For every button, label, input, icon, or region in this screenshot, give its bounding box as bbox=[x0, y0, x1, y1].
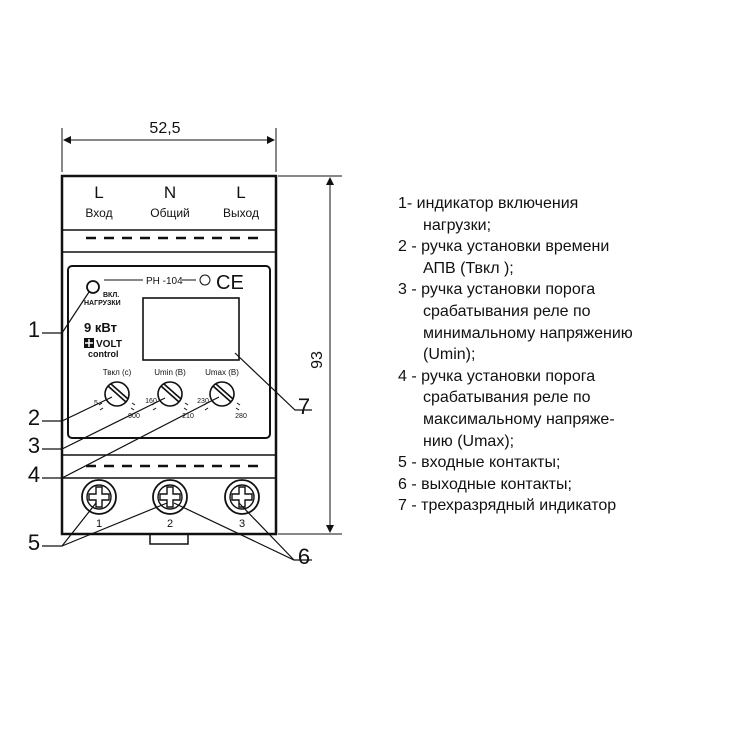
legend-item-3-line3: минимальному напряжению bbox=[423, 324, 633, 342]
legend-item-1: 1- индикатор включения нагрузки; bbox=[398, 193, 738, 236]
terminal-number-1: 1 bbox=[96, 518, 102, 530]
knob-tvkl-title: Твкл (с) bbox=[103, 368, 132, 377]
terminal-screw-3 bbox=[224, 479, 260, 515]
height-dimension-value: 93 bbox=[309, 351, 326, 369]
legend-item-1-line2: нагрузки; bbox=[423, 216, 492, 234]
terminal-screw-2 bbox=[152, 479, 188, 515]
knob-umax-max: 280 bbox=[235, 413, 247, 420]
legend-item-6: 6 - выходные контакты; bbox=[398, 474, 738, 496]
callout-5: 5 bbox=[28, 530, 40, 555]
terminal-letter-n: N bbox=[164, 183, 176, 202]
legend-item-4-line2: срабатывания реле по bbox=[423, 389, 591, 407]
terminal-number-3: 3 bbox=[239, 518, 245, 530]
knob-umin-min: 160 bbox=[145, 398, 157, 405]
quality-mark bbox=[199, 274, 211, 286]
callout-1: 1 bbox=[28, 317, 40, 342]
terminal-label-out: Выход bbox=[223, 206, 259, 220]
legend-item-3: 3 - ручка установки порога срабатывания … bbox=[398, 279, 738, 365]
legend-item-5-line1: 5 - входные контакты; bbox=[398, 454, 561, 472]
knob-umax-min: 230 bbox=[197, 398, 209, 405]
terminal-label-common: Общий bbox=[150, 206, 190, 220]
legend-item-2-line1: 2 - ручка установки времени bbox=[398, 238, 610, 256]
legend-item-7-line1: 7 - трехразрядный индикатор bbox=[398, 497, 617, 515]
legend-item-4-line1: 4 - ручка установки порога bbox=[398, 367, 596, 385]
legend-item-4: 4 - ручка установки порога срабатывания … bbox=[398, 366, 738, 452]
led-indicator bbox=[86, 280, 100, 294]
callout-2: 2 bbox=[28, 405, 40, 430]
callout-4: 4 bbox=[28, 462, 40, 487]
terminal-letter-l-out: L bbox=[236, 183, 245, 202]
callout-6: 6 bbox=[298, 544, 310, 569]
brand-control: control bbox=[88, 349, 119, 359]
knob-umin-title: Umin (В) bbox=[154, 368, 186, 377]
legend-item-2-line2: АПВ (Твкл ); bbox=[423, 259, 514, 277]
height-dimension bbox=[278, 175, 342, 535]
terminal-screw-1 bbox=[81, 479, 117, 515]
legend-item-3-line1: 3 - ручка установки порога bbox=[398, 281, 596, 299]
knob-tvkl-max: 900 bbox=[128, 413, 140, 420]
legend-item-3-line4: (Umin); bbox=[423, 346, 476, 364]
legend-item-5: 5 - входные контакты; bbox=[398, 452, 738, 474]
led-label-line2: НАГРУЗКИ bbox=[84, 300, 121, 307]
legend-item-4-line3: максимальному напряже- bbox=[423, 410, 615, 428]
front-panel bbox=[67, 265, 271, 439]
legend-item-3-line2: срабатывания реле по bbox=[423, 302, 591, 320]
legend-item-4-line4: нию (Umax); bbox=[423, 432, 515, 450]
power-rating: 9 кВт bbox=[84, 320, 117, 335]
callout-3: 3 bbox=[28, 433, 40, 458]
knob-tvkl-min: 5 bbox=[94, 400, 98, 407]
device-body bbox=[60, 174, 278, 545]
terminal-number-2: 2 bbox=[167, 518, 173, 530]
ce-mark: CE bbox=[216, 272, 244, 294]
terminal-letter-l-in: L bbox=[94, 183, 103, 202]
vent-slots bbox=[86, 236, 258, 468]
knob-umin[interactable] bbox=[151, 381, 189, 411]
legend-item-7: 7 - трехразрядный индикатор bbox=[398, 495, 738, 517]
width-dimension bbox=[61, 128, 277, 172]
legend: 1- индикатор включения нагрузки; 2 - руч… bbox=[398, 193, 738, 517]
terminal-label-in: Вход bbox=[85, 206, 112, 220]
callout-leaders bbox=[42, 291, 312, 561]
led-label-line1: ВКЛ. bbox=[103, 292, 119, 299]
model-label: РН -104 bbox=[146, 276, 183, 287]
knob-umax[interactable] bbox=[203, 381, 241, 411]
legend-item-6-line1: 6 - выходные контакты; bbox=[398, 475, 572, 493]
brand-logo-icon bbox=[84, 338, 94, 348]
knob-tvkl[interactable] bbox=[98, 381, 136, 411]
legend-item-2: 2 - ручка установки времени АПВ (Твкл ); bbox=[398, 236, 738, 279]
knob-umax-title: Umax (В) bbox=[205, 368, 239, 377]
legend-item-1-line1: 1- индикатор включения bbox=[398, 195, 579, 212]
brand-volt: VOLT bbox=[96, 339, 122, 350]
callout-7: 7 bbox=[298, 394, 310, 419]
width-dimension-value: 52,5 bbox=[149, 120, 180, 137]
knob-umin-max: 210 bbox=[182, 413, 194, 420]
three-digit-display bbox=[142, 297, 240, 361]
